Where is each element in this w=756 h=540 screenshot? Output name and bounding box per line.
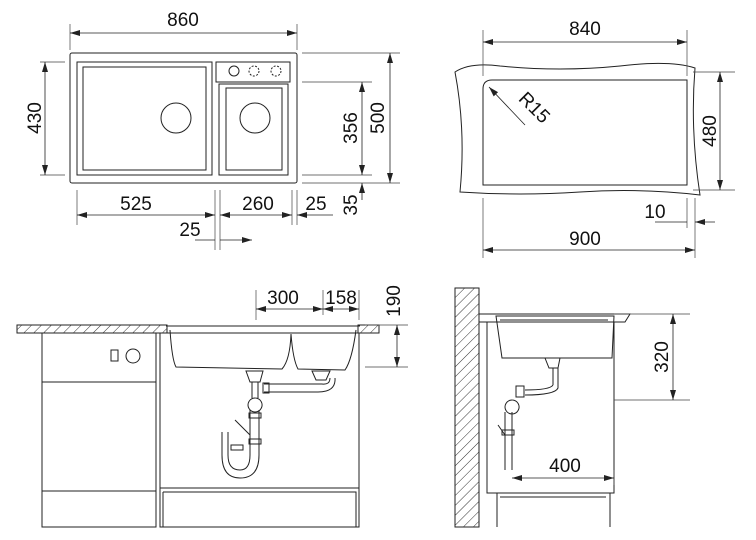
dim-300-label: 300: [267, 288, 299, 309]
dishwasher-indicator: [110, 349, 119, 362]
dim-840-label: 840: [569, 19, 601, 40]
extension-lines: [40, 24, 400, 250]
sink-cabinet: [159, 332, 360, 528]
dim-260-label: 260: [242, 194, 274, 215]
dim-480-label: 480: [700, 115, 721, 147]
dim-525-label: 525: [120, 194, 152, 215]
cutout-outline: [482, 79, 688, 186]
dim-500-label: 500: [368, 102, 389, 134]
main-bowl: [76, 61, 213, 176]
dishwasher-knob: [125, 348, 141, 364]
dim-356-label: 356: [341, 112, 362, 144]
tap-hole-optional: [248, 65, 260, 77]
top-view: 860 430 356 500 35 525 260 25 25: [25, 10, 400, 250]
dim-10-label: 10: [644, 202, 665, 223]
dim-35-label: 35: [341, 194, 362, 215]
dim-190-label: 190: [384, 285, 405, 317]
dim-25-right-label: 25: [305, 194, 326, 215]
dim-430-label: 430: [25, 102, 46, 134]
radius-label: R15: [514, 88, 553, 127]
small-drain: [239, 102, 271, 134]
dishwasher: [41, 332, 157, 528]
sink-outline: [69, 52, 298, 184]
dim-320-label: 320: [652, 341, 673, 373]
side-view: 320 400: [454, 287, 690, 528]
radius-leader: [488, 86, 526, 126]
dim-900-label: 900: [569, 229, 601, 250]
extension-lines: [255, 290, 408, 368]
sink-side-profile: [495, 315, 615, 359]
countertop-side: [479, 313, 631, 323]
dim-25-divider-label: 25: [179, 220, 200, 241]
dim-860-label: 860: [167, 10, 199, 31]
small-bowl: [218, 83, 289, 176]
countertop-outline: [454, 62, 701, 196]
main-drain: [160, 102, 192, 134]
tap-hole: [228, 65, 240, 77]
extension-lines: [478, 313, 690, 485]
tap-deck: [215, 61, 291, 83]
dim-158-label: 158: [325, 288, 357, 309]
front-view: 300 158 190: [16, 285, 408, 528]
side-waste-pipes: [497, 357, 561, 470]
waste-pipes: [221, 370, 336, 479]
extension-lines: [482, 30, 735, 258]
tap-hole-optional: [270, 65, 282, 77]
dim-400-label: 400: [549, 456, 581, 477]
cutout-view: 840 R15 480 10 900: [454, 19, 735, 258]
main-bowl-profile: [166, 325, 360, 371]
wall: [454, 287, 480, 528]
countertop-right: [357, 324, 380, 334]
countertop-left: [16, 324, 168, 334]
